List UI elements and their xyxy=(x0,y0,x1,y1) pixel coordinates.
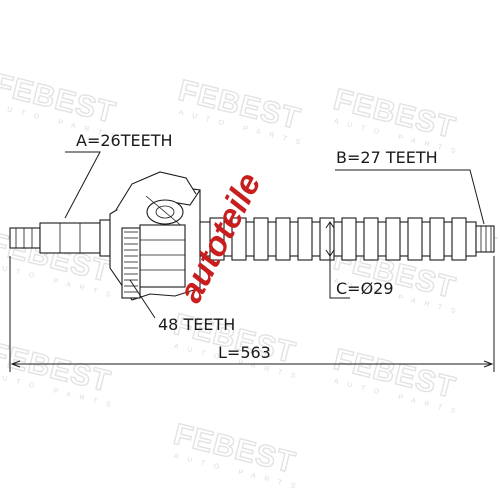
label-spline-b: B=27 TEETH xyxy=(336,148,438,167)
label-abs-ring: 48 TEETH xyxy=(158,315,235,334)
abs-tone-ring xyxy=(121,227,141,299)
stub-shaft-body xyxy=(39,222,101,254)
joint-boot-rim xyxy=(115,171,197,211)
length-dimension xyxy=(9,256,495,372)
leader-spline-b xyxy=(335,169,485,225)
label-spline-a: A=26TEETH xyxy=(76,131,173,150)
watermark-layer: FEBEST AUTO PARTS FEBEST AUTO PARTS FEBE… xyxy=(0,67,465,492)
label-length: L=563 xyxy=(218,343,271,362)
label-diameter-c: C=Ø29 xyxy=(336,279,394,298)
inner-stub-shaft xyxy=(9,219,111,257)
stub-spline-end xyxy=(9,227,41,249)
leader-abs-ring xyxy=(129,279,156,319)
outer-spline-end xyxy=(475,225,495,253)
diameter-dimension xyxy=(325,221,350,299)
leader-spline-a xyxy=(64,151,101,219)
